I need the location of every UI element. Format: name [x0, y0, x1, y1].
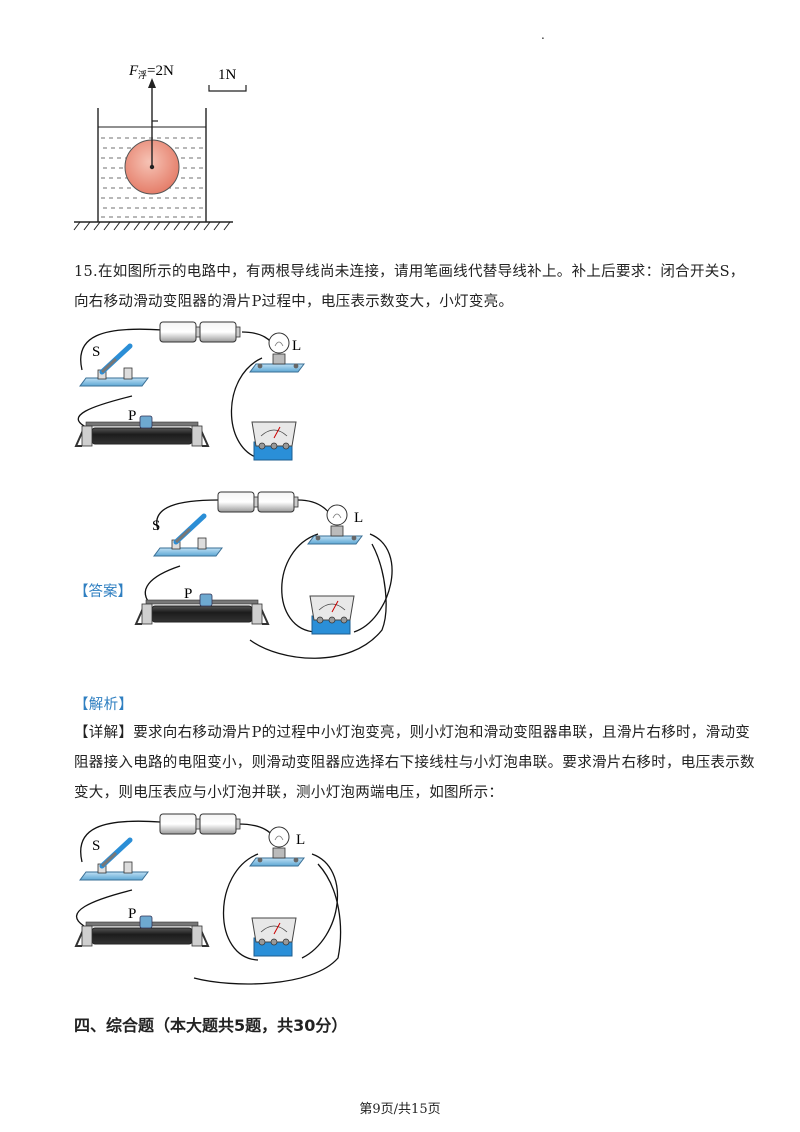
- analysis-detail: 【详解】要求向右移动滑片P的过程中小灯泡变亮，则小灯泡和滑动变阻器串联，且滑片右…: [74, 718, 784, 808]
- page-footer: 第9页/共15页: [359, 1102, 441, 1117]
- question-15: 15.在如图所示的电路中，有两根导线尚未连接，请用笔画线代替导线补上。补上后要求…: [74, 257, 774, 317]
- label-L-answer: L: [354, 510, 363, 526]
- circuit-analysis-figure: S P L: [75, 813, 342, 985]
- label-S-answer: S: [152, 518, 160, 534]
- label-L-analysis: L: [296, 832, 305, 848]
- label-L: L: [292, 338, 301, 354]
- force-label-sub: 浮: [138, 69, 147, 80]
- force-label-F: F: [128, 63, 139, 79]
- label-S: S: [92, 344, 100, 360]
- scale-label: 1N: [218, 67, 237, 83]
- answer-label: 【答案】: [74, 584, 132, 600]
- question-line-1: 在如图所示的电路中，有两根导线尚未连接，请用笔画线代替导线补上。补上后要求：闭合…: [97, 264, 745, 280]
- section-title: 四、综合题（本大题共5题，共30分）: [74, 1016, 348, 1035]
- force-label-value: =2N: [147, 63, 174, 79]
- detail-label: 【详解】: [74, 725, 134, 741]
- circuit-answer-figure: S P L: [135, 491, 393, 659]
- question-number: 15.: [74, 264, 98, 280]
- buoyancy-figure: F 浮 =2N 1N: [73, 63, 247, 231]
- analysis-label: 【解析】: [74, 697, 134, 713]
- detail-line-2: 阻器接入电路的电阻变小，则滑动变阻器应选择右下接线柱与小灯泡串联。要求滑片右移时…: [74, 755, 755, 771]
- detail-line-1: 要求向右移动滑片P的过程中小灯泡变亮，则小灯泡和滑动变阻器串联，且滑片右移时，滑…: [133, 725, 751, 741]
- label-P: P: [128, 408, 136, 424]
- page-dot: .: [541, 28, 545, 42]
- label-P-analysis: P: [128, 906, 136, 922]
- detail-line-3: 变大，则电压表应与小灯泡并联，测小灯泡两端电压，如图所示：: [74, 785, 504, 801]
- question-line-2: 向右移动滑动变阻器的滑片P过程中，电压表示数变大，小灯变亮。: [74, 294, 514, 310]
- label-P-answer: P: [184, 586, 192, 602]
- circuit-question-figure: S P L: [75, 321, 305, 461]
- label-S-analysis: S: [92, 838, 100, 854]
